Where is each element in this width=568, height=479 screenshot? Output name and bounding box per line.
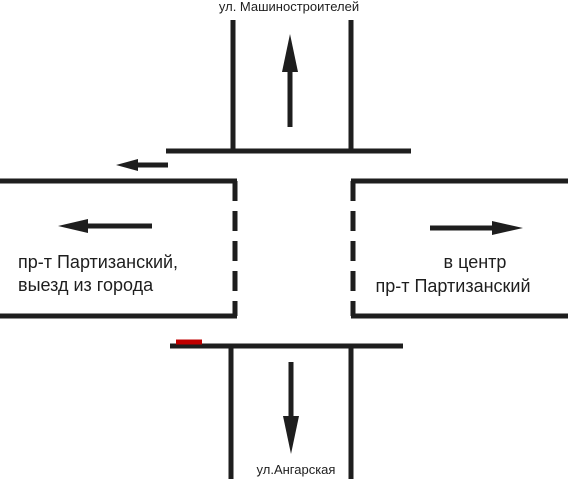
west-label-line2: выезд из города — [18, 275, 154, 295]
east-label-line1: в центр — [444, 252, 507, 272]
south-arrow-down — [283, 362, 299, 454]
east-label-line2: пр-т Партизанский — [375, 276, 530, 296]
street-south-label: ул.Ангарская — [257, 462, 336, 477]
west-arrow-left — [58, 219, 152, 233]
street-north-label: ул. Машиностроителей — [219, 0, 359, 14]
north-arrow-up — [282, 34, 298, 127]
west-label-line1: пр-т Партизанский, — [18, 252, 178, 272]
east-arrow-right — [430, 221, 523, 235]
west-exit-small-arrow — [116, 159, 168, 171]
